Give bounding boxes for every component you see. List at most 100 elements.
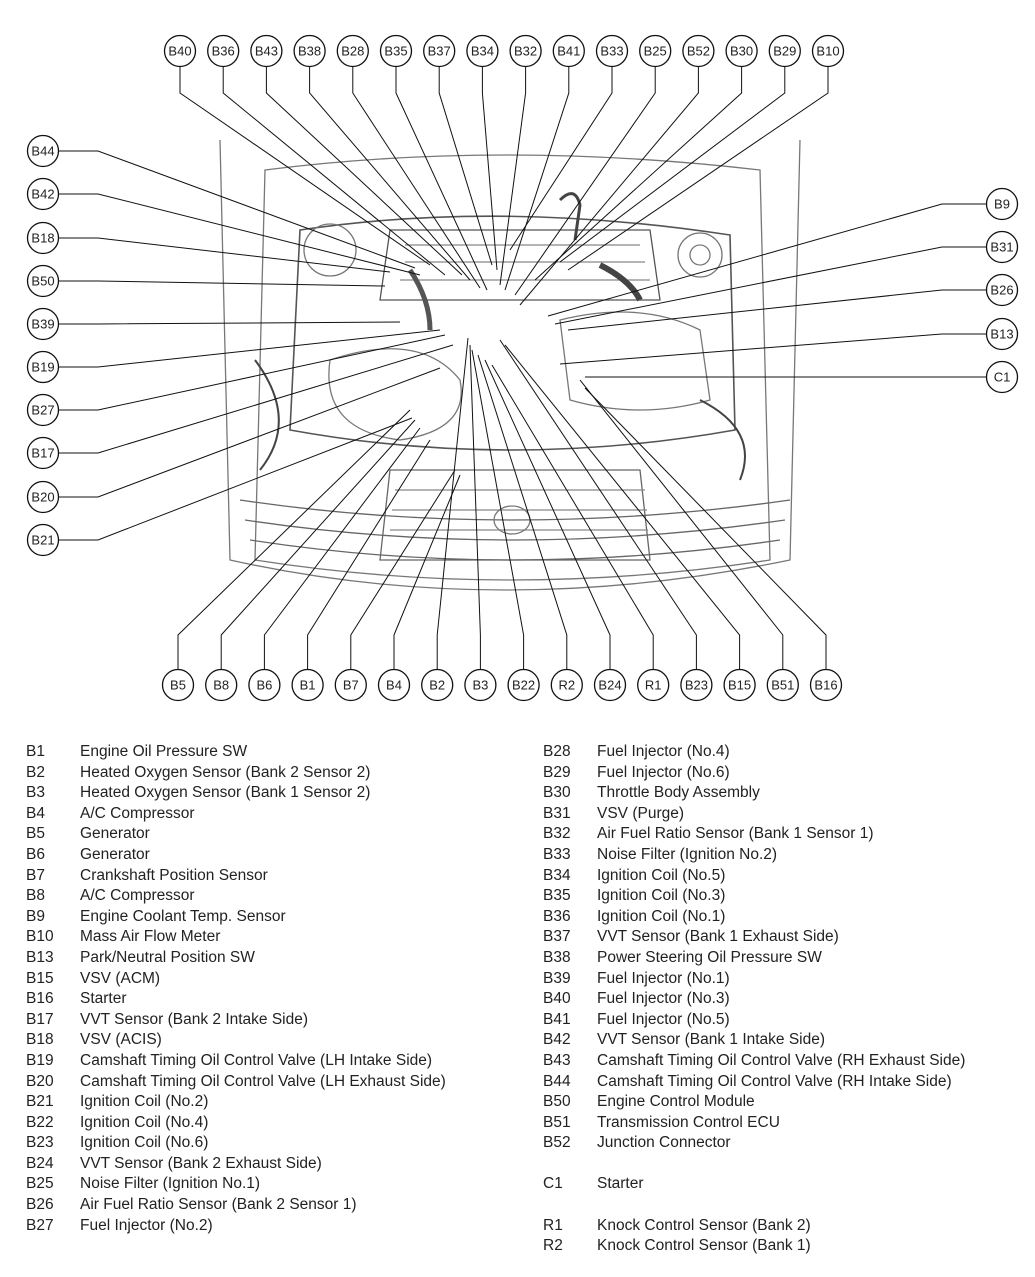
callout-b16: B16 xyxy=(809,668,843,702)
legend-code: B2 xyxy=(26,763,45,781)
callout-circle xyxy=(26,523,60,557)
callout-circle xyxy=(768,34,801,68)
callout-b2: B2 xyxy=(421,668,454,702)
callout-b32: B32 xyxy=(509,34,542,68)
legend-code: B23 xyxy=(26,1134,54,1152)
callout-b38: B38 xyxy=(293,34,326,68)
legend-label: Knock Control Sensor (Bank 2) xyxy=(597,1216,811,1234)
legend-code: B41 xyxy=(543,1010,571,1028)
callout-label: B7 xyxy=(343,678,359,693)
legend-label: Junction Connector xyxy=(597,1134,731,1152)
callout-circle xyxy=(26,350,60,384)
callout-label: B24 xyxy=(598,678,621,693)
legend-label: VSV (ACM) xyxy=(80,969,161,987)
legend-code: B6 xyxy=(26,845,45,863)
legend-code: B3 xyxy=(26,784,45,802)
callout-circle xyxy=(466,34,499,68)
legend-label: VVT Sensor (Bank 1 Exhaust Side) xyxy=(597,928,839,946)
callout-circle xyxy=(639,34,672,68)
legend-code: B16 xyxy=(26,990,54,1008)
legend-code: B13 xyxy=(26,948,54,966)
legend-label: Air Fuel Ratio Sensor (Bank 2 Sensor 1) xyxy=(80,1196,357,1214)
callout-b34: B34 xyxy=(466,34,499,68)
callout-b9: B9 xyxy=(985,187,1019,221)
leader-line-b43 xyxy=(265,66,463,276)
callout-circle xyxy=(464,668,497,702)
leader-line-b1 xyxy=(307,439,431,670)
callout-b40: B40 xyxy=(163,34,197,68)
legend-code: B7 xyxy=(26,866,45,884)
callout-circle xyxy=(509,34,542,68)
callout-b23: B23 xyxy=(680,668,713,702)
legend-label: Throttle Body Assembly xyxy=(597,784,760,802)
callout-circle xyxy=(250,34,283,68)
legend-code: B4 xyxy=(26,804,45,822)
legend-label: Fuel Injector (No.1) xyxy=(597,969,730,987)
callout-label: B23 xyxy=(685,678,708,693)
callout-label: B3 xyxy=(472,678,488,693)
legend-label: A/C Compressor xyxy=(80,804,195,822)
leader-line-b2 xyxy=(436,337,469,670)
leader-line-b32 xyxy=(499,66,527,286)
leader-line-b8 xyxy=(220,419,416,670)
callout-circle xyxy=(26,177,60,211)
callout-label: B21 xyxy=(31,533,54,548)
callout-label: B15 xyxy=(728,678,751,693)
legend-label: A/C Compressor xyxy=(80,887,195,905)
callout-b24: B24 xyxy=(593,668,627,702)
leader-line-b50 xyxy=(58,280,386,287)
legend-code: B22 xyxy=(26,1113,54,1131)
engine-bay-illustration xyxy=(219,139,801,591)
legend-label: VSV (Purge) xyxy=(597,804,685,822)
callout-c1: C1 xyxy=(985,360,1019,394)
callout-circle xyxy=(680,668,713,702)
legend-code: B5 xyxy=(26,825,45,843)
callout-b13: B13 xyxy=(985,317,1019,351)
callout-b18: B18 xyxy=(26,221,60,255)
legend-label: Crankshaft Position Sensor xyxy=(80,866,268,884)
callout-b4: B4 xyxy=(377,668,411,702)
callout-circle xyxy=(985,187,1019,221)
callout-circle xyxy=(161,668,195,702)
callout-label: B13 xyxy=(990,327,1013,342)
legend-code: B50 xyxy=(543,1093,571,1111)
legend-label: Fuel Injector (No.5) xyxy=(597,1010,730,1028)
callout-circle xyxy=(682,34,715,68)
callout-circle xyxy=(637,668,670,702)
callout-circle xyxy=(205,668,238,702)
legend-label: Camshaft Timing Oil Control Valve (RH In… xyxy=(597,1072,952,1090)
legend-label: Fuel Injector (No.4) xyxy=(597,743,730,760)
callout-circle xyxy=(985,273,1019,307)
legend-label: Noise Filter (Ignition No.1) xyxy=(80,1175,261,1193)
leader-line-b18 xyxy=(58,237,391,273)
legend-item-b41: B41 Fuel Injector (No.5) xyxy=(543,1010,965,1031)
callout-circle xyxy=(377,668,411,702)
leader-line-b5 xyxy=(177,409,411,670)
leader-line-b16 xyxy=(584,387,827,670)
callout-label: B39 xyxy=(31,317,54,332)
callout-circle xyxy=(163,34,197,68)
leader-line-b51 xyxy=(579,379,784,670)
legend-label: Camshaft Timing Oil Control Valve (LH Ex… xyxy=(80,1072,446,1090)
leader-line-b44 xyxy=(58,150,416,269)
callout-circle xyxy=(595,34,629,68)
callout-label: B8 xyxy=(213,678,229,693)
legend-label: Engine Oil Pressure SW xyxy=(80,743,248,760)
